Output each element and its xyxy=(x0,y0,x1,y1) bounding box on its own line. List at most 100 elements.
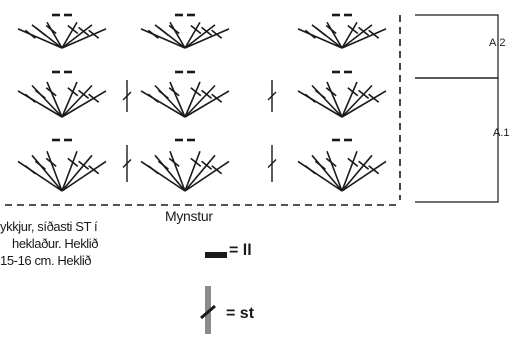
stitch-cross-bar xyxy=(34,26,46,36)
stitch-cross-bar xyxy=(201,26,213,36)
stitch-cross-bar xyxy=(304,93,316,103)
stitch-cross-bar xyxy=(45,87,57,97)
stitch-cross-bar xyxy=(45,157,57,167)
chart-label-a2: A.2 xyxy=(489,37,506,49)
treble-stitch-mark xyxy=(341,21,358,49)
treble-stitch-icon xyxy=(200,286,216,334)
treble-stitch-mark xyxy=(297,28,343,49)
stitch-cross-bar xyxy=(201,89,213,99)
treble-stitch-mark xyxy=(17,90,63,118)
stitch-cross-bar xyxy=(67,157,79,167)
stitch-cross-bar xyxy=(34,89,46,99)
stitch-cross-bar xyxy=(201,160,213,170)
stitch-cross-bar xyxy=(304,29,316,39)
treble-stitch-mark xyxy=(140,90,186,118)
stitch-cross-bar xyxy=(147,93,159,103)
side-text-line-1: ykkjur, síðasti ST í xyxy=(0,219,98,234)
stitch-cross-bar xyxy=(347,24,359,35)
treble-stitch-mark xyxy=(341,154,373,192)
treble-stitch-mark xyxy=(326,21,343,49)
treble-stitch-mark xyxy=(140,28,186,49)
shell-cell-r2-c1 xyxy=(17,70,107,118)
stitch-cross-bar xyxy=(147,165,159,175)
legend-symbols xyxy=(200,252,227,334)
stitch-cross-bar xyxy=(358,26,370,36)
stitch-cross-bar xyxy=(190,87,202,97)
treble-stitch-mark xyxy=(184,84,216,118)
divider-cross-bar xyxy=(122,159,132,168)
stitch-cross-bar xyxy=(358,160,370,170)
stitch-cross-bar xyxy=(24,29,36,39)
stitch-cross-bar xyxy=(24,165,36,175)
stitch-cross-bar xyxy=(211,165,223,175)
treble-stitch-mark xyxy=(341,160,387,192)
stitch-cross-bar xyxy=(368,165,380,175)
stitch-cross-bar xyxy=(168,87,180,97)
treble-stitch-mark xyxy=(61,21,78,49)
divider-cross-bar xyxy=(267,91,277,101)
treble-stitch-mark xyxy=(169,21,186,49)
stitch-cross-bar xyxy=(45,24,57,35)
treble-stitch-mark xyxy=(31,154,63,192)
shell-cell-r2-c3 xyxy=(297,70,387,118)
stitch-cross-bar xyxy=(304,165,316,175)
treble-stitch-mark xyxy=(311,154,343,192)
treble-stitch-mark xyxy=(184,28,230,49)
treble-stitch-mark xyxy=(154,154,186,192)
shell-cell-r2-c2 xyxy=(140,70,230,118)
stitch-cross-bar xyxy=(157,26,169,36)
treble-stitch-mark xyxy=(61,154,93,192)
stitch-cross-bar xyxy=(88,93,100,103)
stitch-cross-bar xyxy=(325,24,337,35)
shell-cell-r3-c2 xyxy=(140,138,230,192)
treble-stitch-mark xyxy=(184,81,201,118)
treble-stitch-mark xyxy=(61,81,78,118)
stitch-cross-bar xyxy=(325,87,337,97)
treble-stitch-mark xyxy=(184,21,201,49)
divider-cross-bar xyxy=(122,91,132,101)
stitch-cross-bar xyxy=(88,29,100,39)
shell-cell-r1-c1 xyxy=(17,13,107,49)
stitch-cross-bar xyxy=(314,89,326,99)
treble-stitch-mark xyxy=(169,150,186,192)
divider-cross-bar xyxy=(267,159,277,168)
stitch-cross-bar xyxy=(168,157,180,167)
shell-cell-r3-c1 xyxy=(17,138,107,192)
treble-stitch-mark xyxy=(46,21,63,49)
stitch-cross-bar xyxy=(67,24,79,35)
shell-cell-r3-c3 xyxy=(297,138,387,192)
stitch-cross-bar xyxy=(78,160,90,170)
stitch-cross-bar xyxy=(211,93,223,103)
treble-stitch-mark xyxy=(184,90,230,118)
treble-stitch-mark xyxy=(184,154,216,192)
legend-title: Mynstur xyxy=(165,208,213,224)
treble-stitch-mark xyxy=(326,81,343,118)
chain-stitch-icon xyxy=(205,252,227,258)
stitch-cross-bar xyxy=(347,157,359,167)
stitch-cross-bar xyxy=(325,157,337,167)
treble-stitch-mark xyxy=(326,150,343,192)
stitch-cross-bar xyxy=(67,87,79,97)
stitch-cross-bar xyxy=(168,24,180,35)
treble-stitch-mark xyxy=(341,150,358,192)
stitch-cross-bar xyxy=(88,165,100,175)
treble-stitch-crossbar xyxy=(200,304,216,320)
treble-stitch-mark xyxy=(61,84,93,118)
treble-stitch-mark xyxy=(46,150,63,192)
stitch-cross-bar xyxy=(314,26,326,36)
treble-stitch-mark xyxy=(184,160,230,192)
treble-stitch-mark xyxy=(341,81,358,118)
chart-label-a1: A.1 xyxy=(493,127,510,139)
legend-treble-label: = st xyxy=(226,305,255,322)
treble-stitch-mark xyxy=(341,28,387,49)
treble-stitch-mark xyxy=(61,24,93,49)
legend-chain-label: = ll xyxy=(229,242,252,259)
treble-stitch-mark xyxy=(61,90,107,118)
stitch-cross-bar xyxy=(24,93,36,103)
stitch-cross-bar xyxy=(190,24,202,35)
shell-cell-r1-c2 xyxy=(140,13,230,49)
stitch-cross-bar xyxy=(147,29,159,39)
stitch-cross-bar xyxy=(358,89,370,99)
stitch-cross-bar xyxy=(78,26,90,36)
